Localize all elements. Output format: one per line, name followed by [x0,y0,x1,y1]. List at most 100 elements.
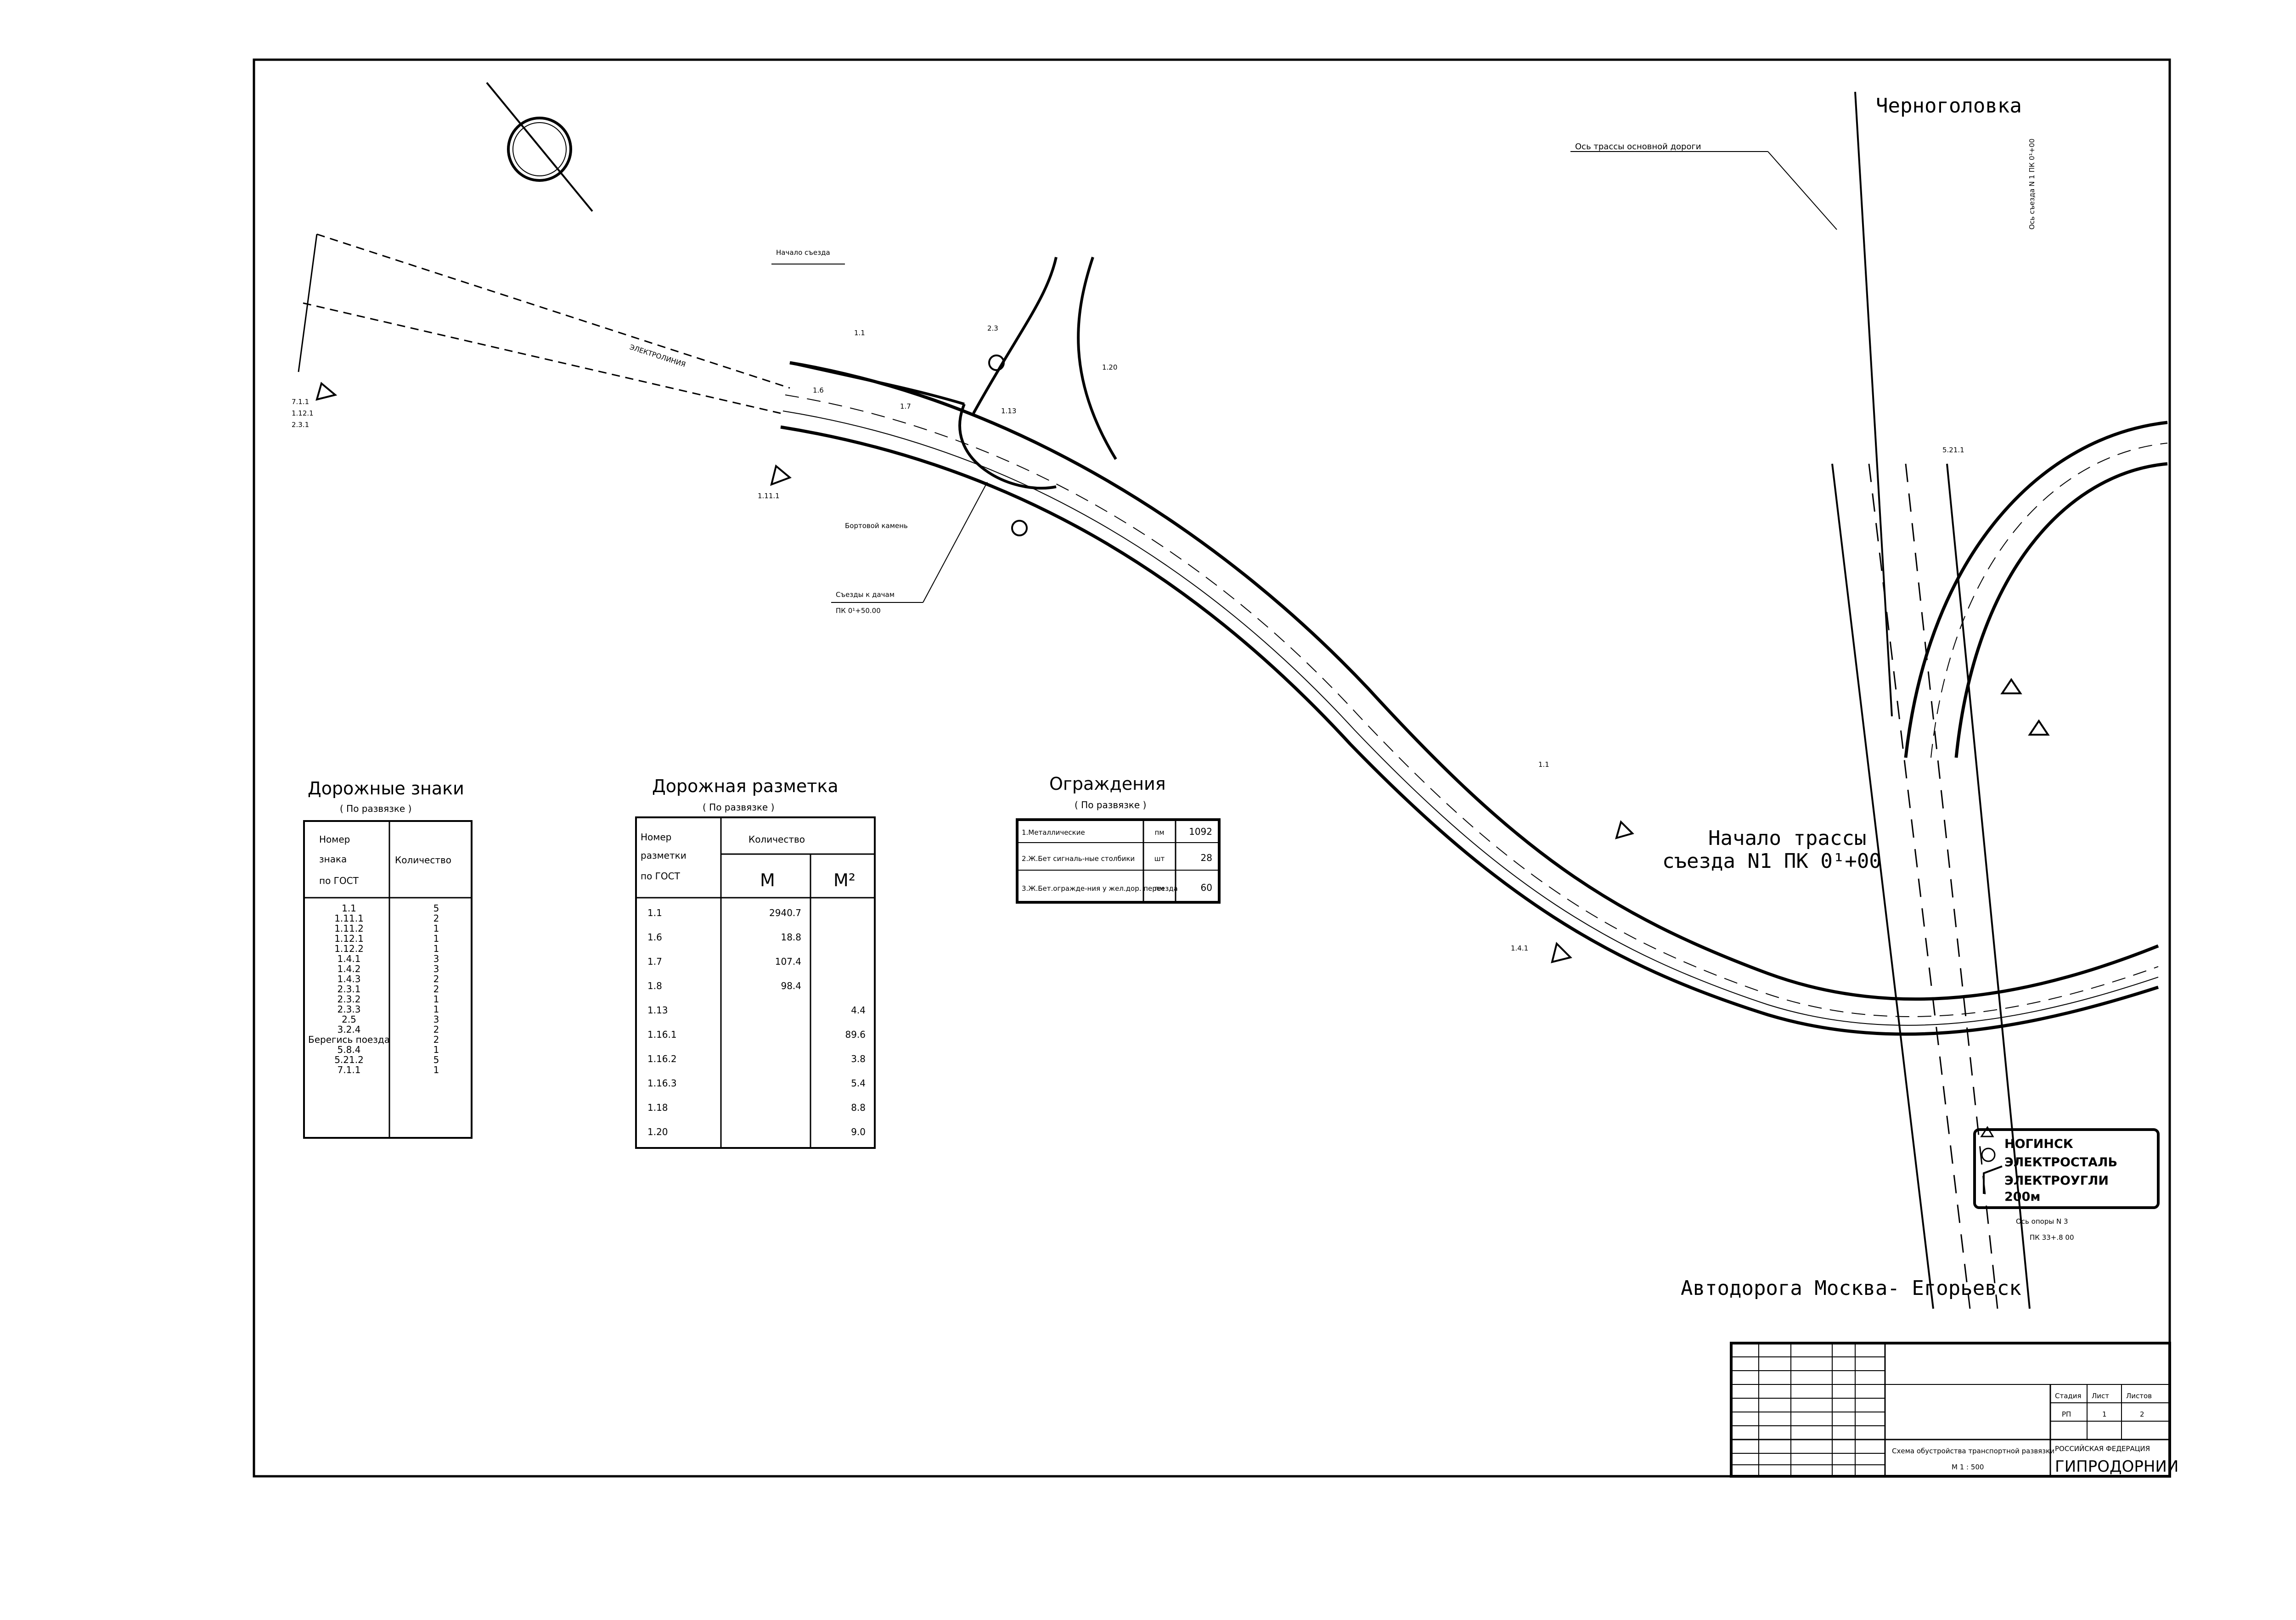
marking-length: 107.4 [775,956,801,967]
axis-leader-diag [1767,151,1837,230]
sign-line-3: ЭЛЕКТРОУГЛИ [2004,1174,2109,1188]
marking-code: 1.20 [647,1126,668,1137]
marking-code: 1.6 [647,932,662,943]
road-sign-count: 2 [433,1034,439,1045]
mark-1-20: 1.20 [1102,363,1117,371]
road-sign-count: 2 [433,984,439,995]
marking-length: 2940.7 [769,907,801,918]
entry-pk-label: ПК 0¹+50.00 [836,607,881,615]
road-sign-code: 2.3.3 [338,1004,361,1015]
marking-length: 18.8 [781,932,801,943]
mark-7-1: 7.1.1 [292,398,309,406]
marking-code: 1.18 [647,1102,668,1113]
stamp-org2: ГИПРОДОРНИИ [2055,1457,2178,1476]
road-sign-code: 2.5 [342,1014,356,1025]
road-marking-table [635,816,876,1149]
warning-sign-icon [315,382,2050,963]
mark-1-12: 1.12.1 [292,409,314,417]
marking-area: 9.0 [851,1126,866,1137]
road-sign-count: 2 [433,973,439,984]
marking-area: 3.8 [851,1053,866,1064]
road-sign-count: 2 [433,913,439,924]
road-signs-col1b: знака [319,854,347,865]
road-marking-col2: Количество [748,834,805,845]
road-signs-title: Дорожные знаки [308,778,464,799]
road-sign-code: 5.21.2 [334,1054,364,1065]
marking-code: 1.16.2 [647,1053,677,1064]
road-sign-code: 2.3.1 [338,984,361,995]
road-marking-subtitle: ( По развязке ) [703,802,774,813]
marking-area: 4.4 [851,1005,866,1016]
loop-ramp [1904,421,2168,758]
fencing-qty: 60 [1201,882,1212,893]
road-marking-col1a: Номер [641,832,671,843]
title-block [1730,1342,2171,1478]
marking-code: 1.16.1 [647,1029,677,1040]
mark-1-13: 1.13 [1001,407,1016,415]
mark-1-4: 1.4.1 [1511,944,1528,952]
main-road-axis-label: Ось трассы основной дороги [1575,142,1701,152]
road-sign-code: 2.3.2 [338,994,361,1005]
road-sign-count: 1 [433,994,439,1005]
road-sign-code: 3.2.4 [338,1024,361,1035]
ramp-road [780,361,2159,1036]
support-axis-label: Ось опоры N 3 [2016,1217,2068,1226]
highway-label: Автодорога Москва- Егорьевск [1681,1277,2021,1300]
stamp-doc-title: Схема обустройства транспортной развязки [1892,1447,2054,1455]
road-sign-count: 3 [433,1014,439,1025]
sign-line-1: НОГИНСК [2004,1137,2073,1151]
fencing-item: 3.Ж.Бет.огражде-ния у жел.дор. переезда [1022,884,1178,893]
chernogolovka-label: Черноголовка [1876,94,2022,118]
road-sign-code: 1.1 [342,903,356,914]
sign-line-2: ЭЛЕКТРОСТАЛЬ [2004,1155,2117,1170]
road-marking-unit-m2: М² [833,870,855,890]
road-sign-count: 1 [433,1004,439,1015]
mark-2-3: 2.3 [987,324,998,332]
road-sign-count: 1 [433,1044,439,1055]
marking-area: 8.8 [851,1102,866,1113]
north-arrow-icon [486,82,593,212]
road-sign-code: 7.1.1 [338,1064,361,1075]
sign-distance: 200м [2004,1190,2040,1204]
fencing-unit: пм [1154,828,1164,837]
marking-code: 1.7 [647,956,662,967]
marking-code: 1.13 [647,1005,668,1016]
fencing-item: 1.Металлические [1022,828,1085,837]
road-right-label: Ось съезда N 1 ПК 0¹+00 [2028,139,2036,230]
stamp-org1: РОССИЙСКАЯ ФЕДЕРАЦИЯ [2055,1444,2150,1453]
road-signs-col1a: Номер [319,834,350,845]
powerline-label: ЭЛЕКТРОЛИНИЯ [629,343,687,369]
road-sign-count: 1 [433,943,439,954]
powerline-corridor [298,233,790,414]
road-signs-subtitle: ( По развязке ) [340,803,411,814]
mark-1-11: 1.11.1 [758,492,780,500]
marking-area: 5.4 [851,1078,866,1089]
main-highway [1831,91,2031,1309]
mark-1-1a: 1.1 [854,329,865,337]
fencing-subtitle: ( По развязке ) [1075,799,1146,810]
entry-dachas-label: Съезды к дачам [836,591,895,599]
road-marking-col1c: по ГОСТ [641,871,681,882]
drawing-frame [253,58,2171,1478]
bort-stone-label: Бортовой камень [845,522,908,530]
marking-code: 1.16.3 [647,1078,677,1089]
road-sign-count: 1 [433,923,439,934]
marking-length: 98.4 [781,980,801,991]
stamp-sheets: 2 [2140,1410,2144,1418]
road-marking-unit-m: М [760,870,775,890]
marking-code: 1.1 [647,907,662,918]
road-sign-code: 1.4.1 [338,953,361,964]
marking-area: 89.6 [845,1029,866,1040]
road-sign-code: 1.4.2 [338,963,361,974]
mark-1-1b: 1.1 [1538,760,1549,769]
fencing-unit: пм [1154,884,1164,893]
side-road-branch [789,257,1117,490]
mark-1-7: 1.7 [900,402,911,411]
stamp-scale: М 1 : 500 [1952,1463,1984,1471]
road-sign-code: 5.8.4 [338,1044,361,1055]
road-sign-count: 1 [433,1064,439,1075]
mark-2-3-1: 2.3.1 [292,421,309,429]
